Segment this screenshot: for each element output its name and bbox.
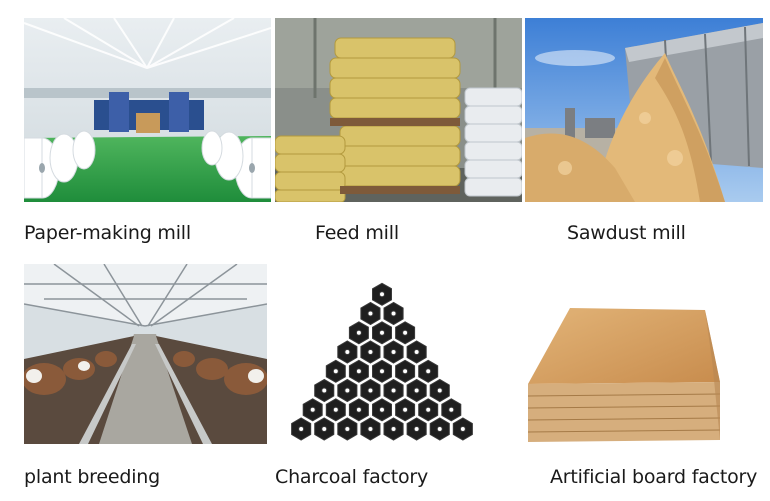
briquette-hole	[355, 406, 362, 413]
briquette-hole	[413, 426, 420, 432]
caption-artificial-board-factory: Artificial board factory	[550, 466, 758, 488]
briquette-hole	[390, 387, 397, 394]
feed-mill-photo	[275, 18, 522, 202]
briquette-hole	[448, 406, 455, 413]
caption-paper-mill: Paper-making mill	[24, 222, 191, 244]
briquette-hole	[321, 387, 328, 394]
briquette-hole	[413, 349, 420, 355]
paper-mill-photo	[24, 18, 271, 202]
briquette-hole	[344, 349, 351, 355]
briquette-hole	[425, 406, 432, 413]
briquette-hole	[402, 368, 409, 375]
caption-feed-mill: Feed mill	[315, 222, 399, 244]
briquette-hole	[367, 310, 374, 317]
briquette-hole	[379, 368, 385, 375]
briquette-hole	[379, 406, 385, 413]
briquette-hole	[309, 406, 316, 413]
briquette-hole	[344, 387, 351, 394]
briquette-hole	[379, 291, 385, 298]
briquette-hole	[332, 406, 339, 413]
briquette-hole	[367, 387, 374, 394]
briquette-hole	[355, 368, 362, 375]
briquette-hole	[298, 426, 305, 432]
charcoal-photo	[280, 279, 485, 444]
briquette-hole	[344, 426, 351, 432]
briquette-hole	[402, 406, 409, 413]
briquette-hole	[332, 368, 339, 375]
caption-plant-breeding: plant breeding	[24, 466, 160, 488]
briquette-hole	[367, 426, 374, 432]
caption-sawdust-mill: Sawdust mill	[567, 222, 686, 244]
briquette-hole	[390, 426, 397, 432]
briquette-hole	[436, 387, 443, 394]
briquette-hole	[413, 387, 420, 394]
briquette-hole	[321, 426, 328, 432]
plant-breeding-photo	[24, 264, 267, 444]
sawdust-mill-photo	[525, 18, 763, 202]
briquette-hole	[436, 426, 443, 432]
briquette-hole	[390, 349, 397, 355]
briquette-hole	[459, 426, 466, 432]
briquette-hole	[390, 310, 397, 317]
briquette-hole	[367, 349, 374, 355]
briquette-hole	[402, 329, 409, 336]
briquette-hole	[379, 329, 385, 336]
briquette-hole	[355, 329, 362, 336]
artificial-board-photo	[520, 300, 725, 444]
briquette-hole	[425, 368, 432, 375]
caption-charcoal-factory: Charcoal factory	[275, 466, 429, 488]
